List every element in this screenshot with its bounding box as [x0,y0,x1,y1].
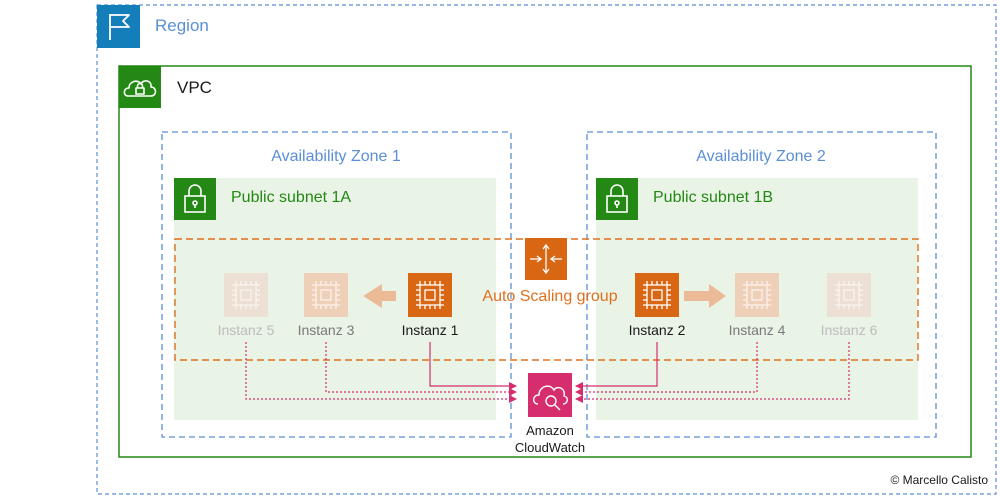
availability-zone-1: Availability Zone 1 [161,131,512,438]
instance-icon-box [304,273,348,317]
vpc-group: VPC [118,65,972,458]
lock-icon [606,184,628,213]
vpc-label: VPC [177,78,212,97]
flag-icon [109,14,130,40]
instance-5: Instanz 4 [729,273,786,338]
cloud-lock-icon [123,80,157,97]
connection-instance-5 [245,342,517,403]
vpc-icon-box [119,66,161,108]
instance-label: Instanz 2 [629,322,686,338]
instance-label: Instanz 4 [729,322,786,338]
instance-label: Instanz 5 [218,322,275,338]
auto-scaling-group: Auto Scaling group [174,238,919,361]
availability-zone-2: Availability Zone 2 [586,131,937,438]
cloudwatch-label-line2: CloudWatch [515,440,585,455]
connection-instance-2 [575,342,658,390]
instance-icon-box [635,273,679,317]
scale-out-arrow [684,284,726,308]
instance-label: Instanz 6 [821,322,878,338]
connection-instance-4 [575,342,758,396]
instance-icon-box [827,273,871,317]
instance-icon-box [408,273,452,317]
cloudwatch-label-line1: Amazon [526,423,574,438]
subnet-1b-label: Public subnet 1B [653,189,773,206]
instance-3: Instanz 1 [402,273,459,338]
cloudwatch-icon [532,385,568,411]
ec2-chip-icon [743,281,771,309]
connection-instance-6 [575,342,850,403]
instance-label: Instanz 1 [402,322,459,338]
auto-scaling-label: Auto Scaling group [482,288,617,305]
connection-instance-1 [429,342,517,390]
ec2-chip-icon [416,281,444,309]
ec2-chip-icon [312,281,340,309]
instance-2: Instanz 3 [298,273,355,338]
auto-scaling-border [174,238,919,361]
zone-1-label: Availability Zone 1 [271,148,401,165]
auto-scaling-icon [530,243,562,275]
copyright-text: © Marcello Calisto [890,473,988,487]
lock-icon [184,184,206,213]
instance-4: Instanz 2 [629,273,686,338]
subnet-1a-label: Public subnet 1A [231,189,351,206]
region-border [96,4,997,495]
region-label: Region [155,16,209,35]
ec2-chip-icon [232,281,260,309]
instance-icon-box [224,273,268,317]
scale-in-arrow [363,284,396,308]
instances: Instanz 5 Instanz 3 Instanz 1 Instanz 2 Inst… [218,273,878,338]
connection-instance-3 [325,342,517,396]
cloudwatch-service: Amazon CloudWatch [515,373,585,455]
zone-2-border [586,131,937,438]
ec2-chip-icon [835,281,863,309]
cloudwatch-icon-box [528,373,572,417]
zone-2-label: Availability Zone 2 [696,148,826,165]
instance-icon-box [735,273,779,317]
zone-1-border [161,131,512,438]
instance-label: Instanz 3 [298,322,355,338]
instance-1: Instanz 5 [218,273,275,338]
ec2-chip-icon [643,281,671,309]
vpc-border [118,65,972,458]
instance-6: Instanz 6 [821,273,878,338]
region-group: Region [96,4,997,495]
cloudwatch-connections [245,342,850,403]
